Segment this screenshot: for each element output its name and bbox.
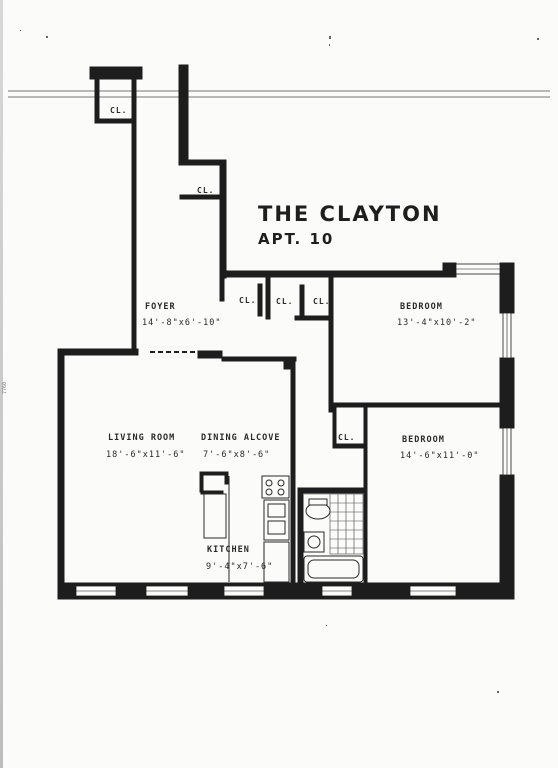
walls — [57, 64, 515, 600]
kitchen-fixtures — [203, 475, 290, 583]
scan-specks — [20, 30, 539, 693]
building-name: THE CLAYTON — [258, 202, 442, 226]
street-line — [8, 90, 550, 98]
room-dims-kitchen: 9'-4"x7'-6" — [206, 562, 274, 572]
refrigerator — [263, 541, 290, 583]
closet-label-3: CL. — [313, 297, 331, 306]
room-dims-bedroom-2: 14'-6"x11'-0" — [400, 451, 480, 461]
room-dims-living: 18'-6"x11'-6" — [106, 450, 186, 460]
room-name-living: LIVING ROOM — [108, 433, 176, 443]
window-mullions — [76, 268, 508, 592]
entry-wall-top — [89, 66, 143, 80]
closet-label-1: CL. — [239, 296, 257, 305]
apartment-number: APT. 10 — [258, 230, 335, 248]
closet-label-2: CL. — [276, 297, 294, 306]
room-name-kitchen: KITCHEN — [207, 545, 250, 555]
room-name-bedroom-2: BEDROOM — [402, 435, 445, 445]
svg-text:7760: 7760 — [2, 382, 8, 394]
room-name-dining: DINING ALCOVE — [201, 433, 281, 443]
room-dims-dining: 7'-6"x8'-6" — [203, 450, 271, 460]
closet-label-corridor: CL. — [197, 186, 215, 195]
closet-label-entry: CL. — [110, 106, 128, 115]
tile-grid — [304, 493, 364, 555]
room-dims-bedroom-1: 13'-4"x10'-2" — [397, 318, 477, 328]
bathroom — [303, 493, 364, 583]
room-name-foyer: FOYER — [145, 302, 176, 312]
page-edge-shadow — [0, 0, 3, 768]
room-name-bedroom-1: BEDROOM — [400, 302, 443, 312]
stove — [261, 475, 290, 499]
counter — [203, 493, 227, 539]
closet-label-bedroom: CL. — [338, 433, 356, 442]
sink — [263, 499, 290, 541]
room-dims-foyer: 14'-8"x6'-10" — [142, 318, 222, 328]
